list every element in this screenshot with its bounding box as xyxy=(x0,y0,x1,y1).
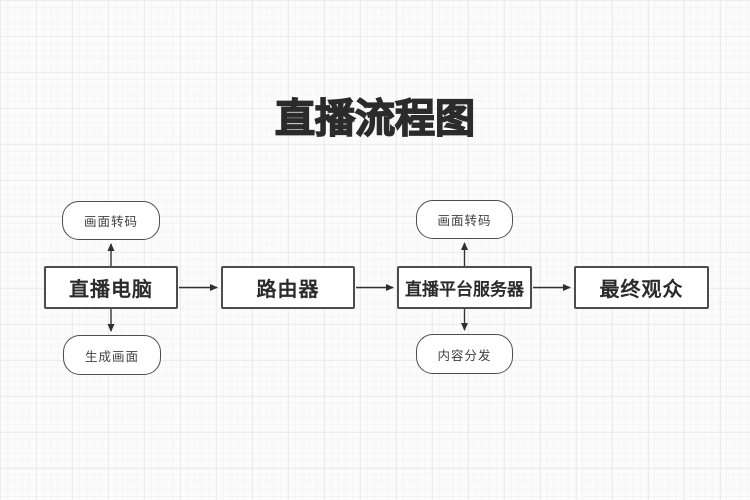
node-router: 路由器 xyxy=(221,266,355,309)
node-label: 画面转码 xyxy=(437,214,492,228)
node-transcode-right: 画面转码 xyxy=(416,200,513,239)
node-generate-frame: 生成画面 xyxy=(63,335,161,375)
node-label: 直播平台服务器 xyxy=(405,280,524,299)
node-computer: 直播电脑 xyxy=(44,266,178,309)
node-audience: 最终观众 xyxy=(574,266,709,309)
node-transcode-left: 画面转码 xyxy=(62,201,160,240)
node-label: 最终观众 xyxy=(599,279,684,301)
node-server: 直播平台服务器 xyxy=(397,266,532,309)
diagram-title: 直播流程图 xyxy=(274,96,476,142)
node-content-distribution: 内容分发 xyxy=(416,334,513,374)
node-label: 内容分发 xyxy=(437,348,492,363)
node-label: 生成画面 xyxy=(84,349,139,364)
node-label: 画面转码 xyxy=(83,215,138,229)
node-label: 直播电脑 xyxy=(69,279,153,301)
node-label: 路由器 xyxy=(256,279,320,301)
